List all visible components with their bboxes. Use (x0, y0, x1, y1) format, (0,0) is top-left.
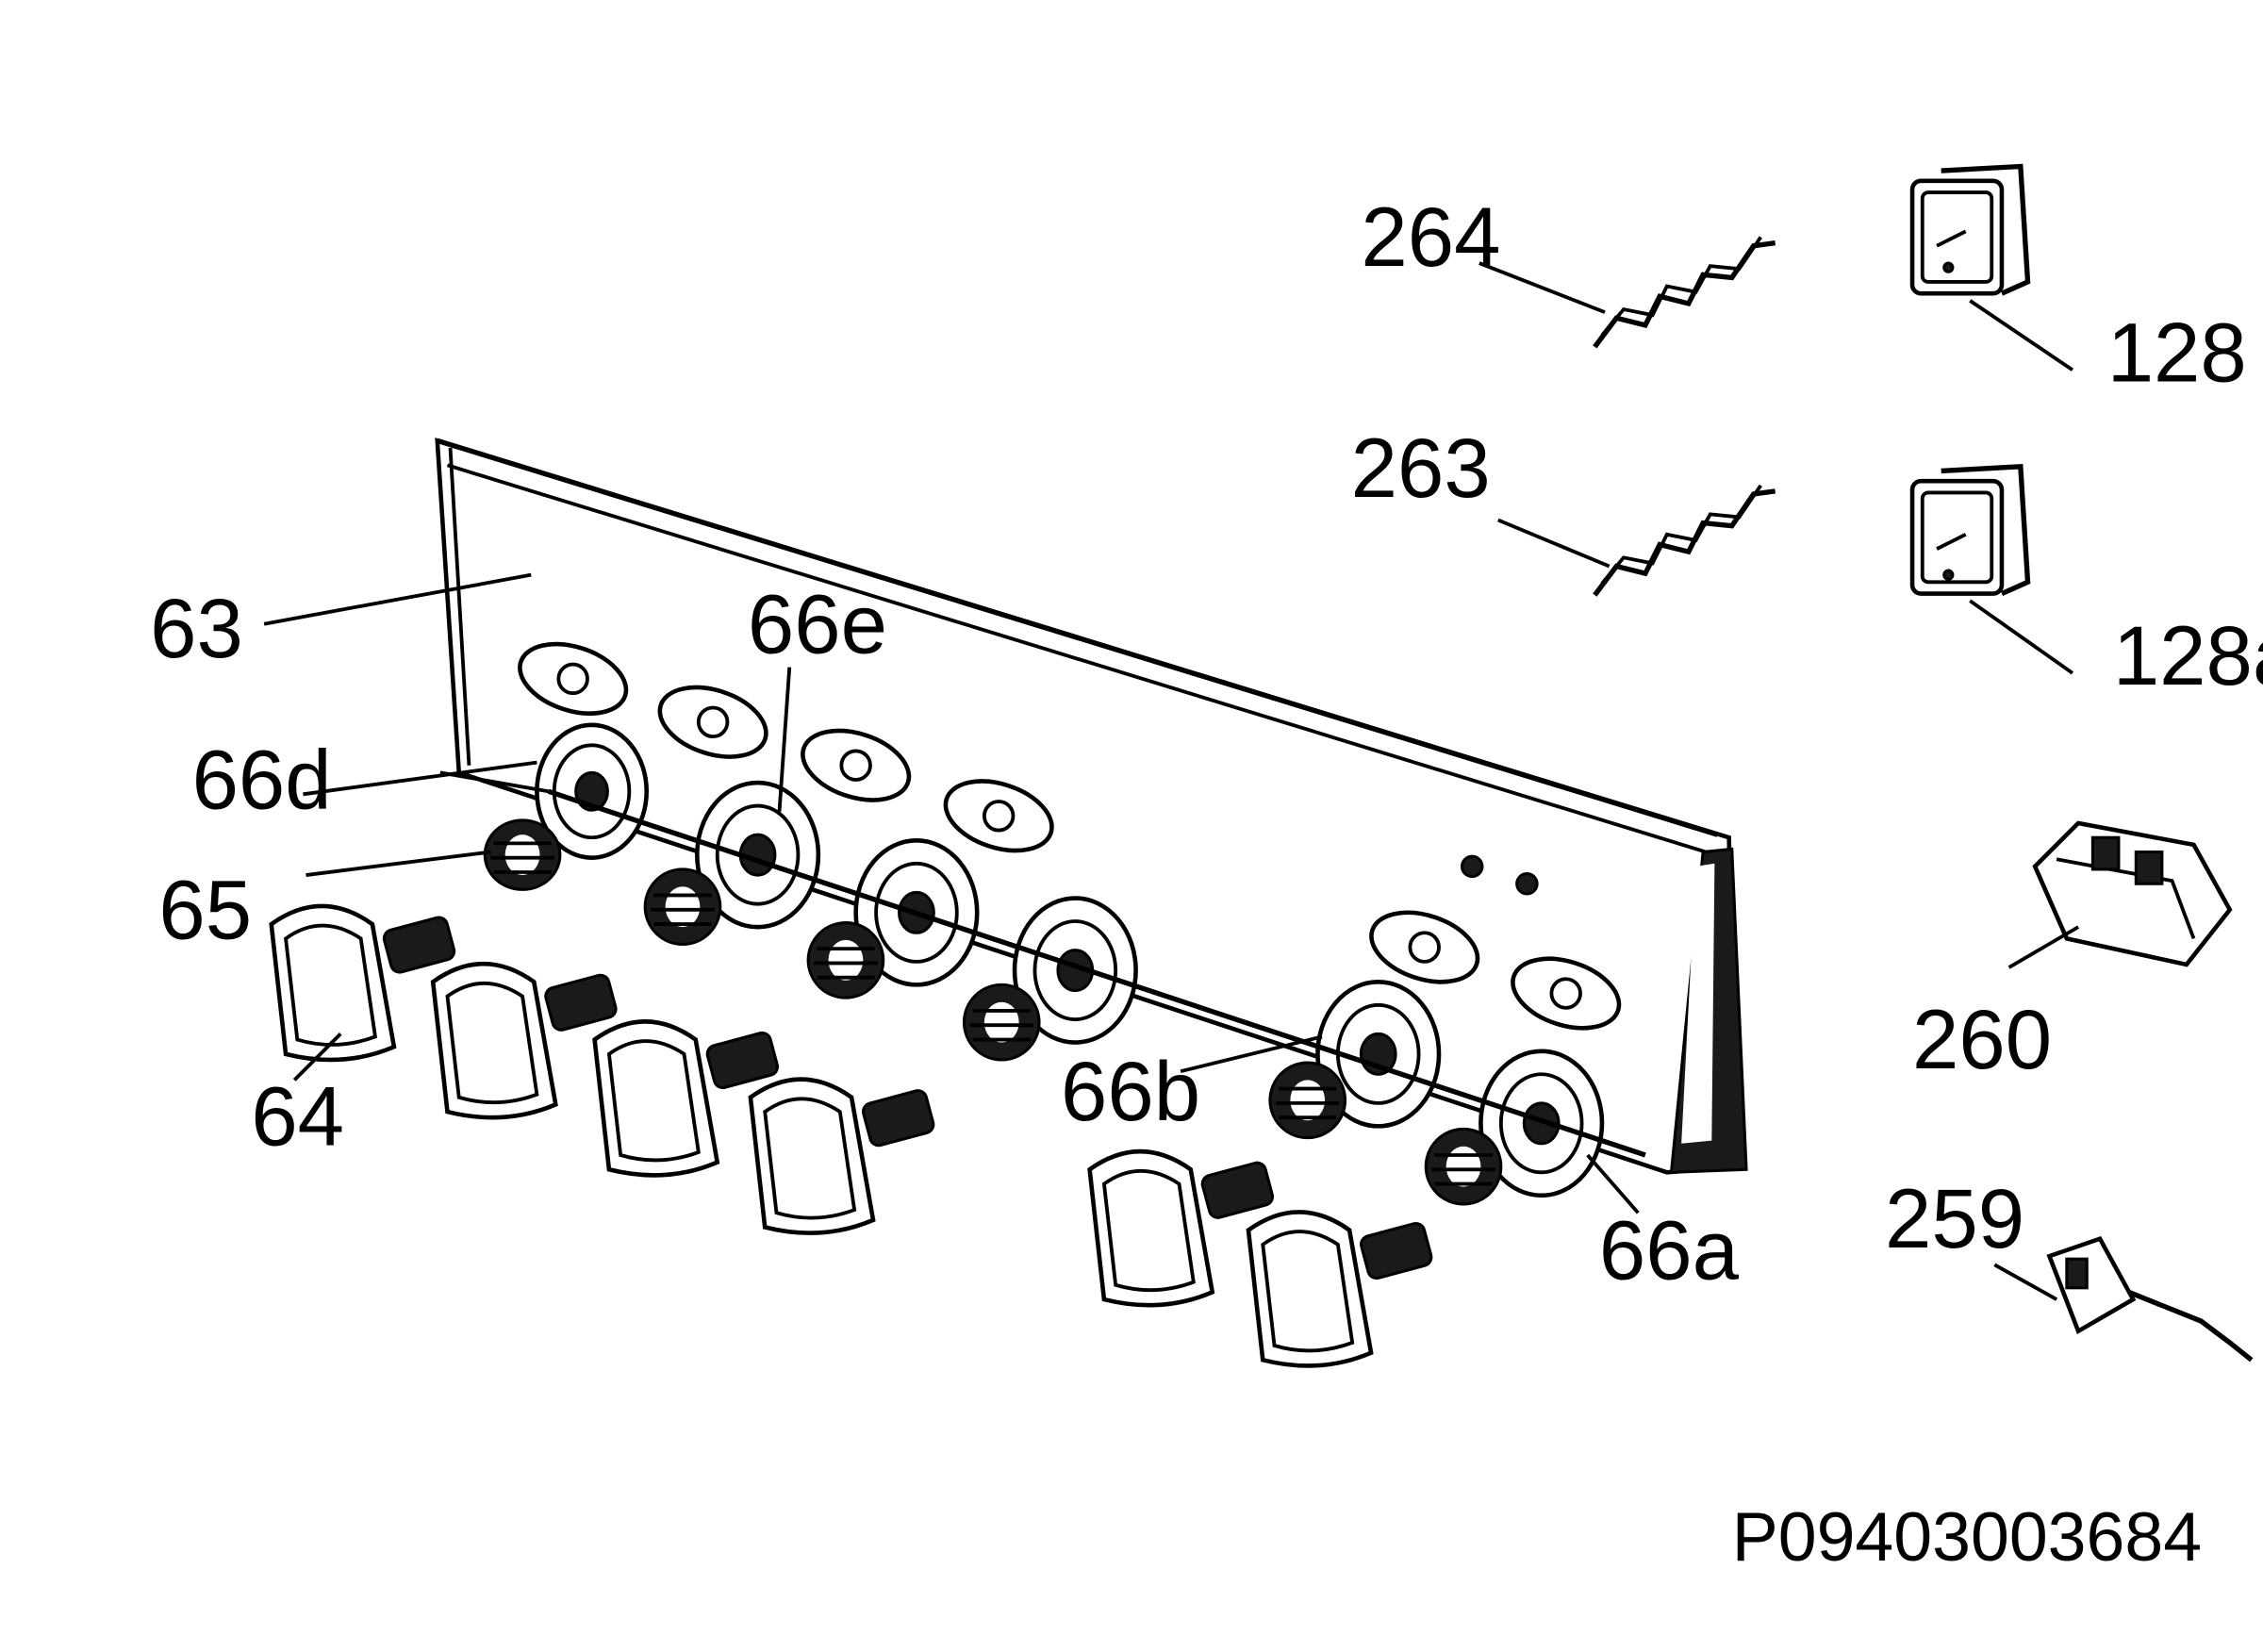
label-128a: 128a (2113, 609, 2263, 702)
label-63: 63 (150, 582, 243, 675)
label-66a: 66a (1599, 1204, 1740, 1297)
label-263: 263 (1351, 421, 1491, 515)
label-128: 128 (2107, 306, 2247, 400)
label-64: 64 (251, 1069, 344, 1163)
callout-labels: 63 66d 65 64 66e 66b 66a 264 263 128 128… (150, 190, 2263, 1576)
leader-lines (263, 261, 2080, 1301)
knob-springs (483, 818, 1503, 1206)
assembly-axis-lines (439, 770, 1646, 1158)
label-259: 259 (1885, 1172, 2024, 1265)
label-260: 260 (1912, 993, 2052, 1086)
control-panel (435, 438, 1748, 1175)
label-65: 65 (158, 863, 252, 956)
part-128-switch (1909, 163, 2031, 296)
knob-rings (535, 722, 1605, 1198)
part-128a-switch (1909, 464, 2031, 597)
part-264-harness (1593, 236, 1776, 349)
part-259-selector (2046, 1235, 2254, 1363)
part-260-selector (2032, 820, 2233, 967)
control-knobs (269, 903, 1433, 1368)
label-66e: 66e (748, 577, 887, 670)
panel-openings (518, 641, 1622, 1031)
drawing-code: P09403003684 (1732, 1497, 2202, 1576)
label-264: 264 (1361, 190, 1500, 284)
part-263-harness (1593, 484, 1776, 597)
label-66d: 66d (192, 734, 332, 827)
label-66b: 66b (1061, 1045, 1200, 1138)
